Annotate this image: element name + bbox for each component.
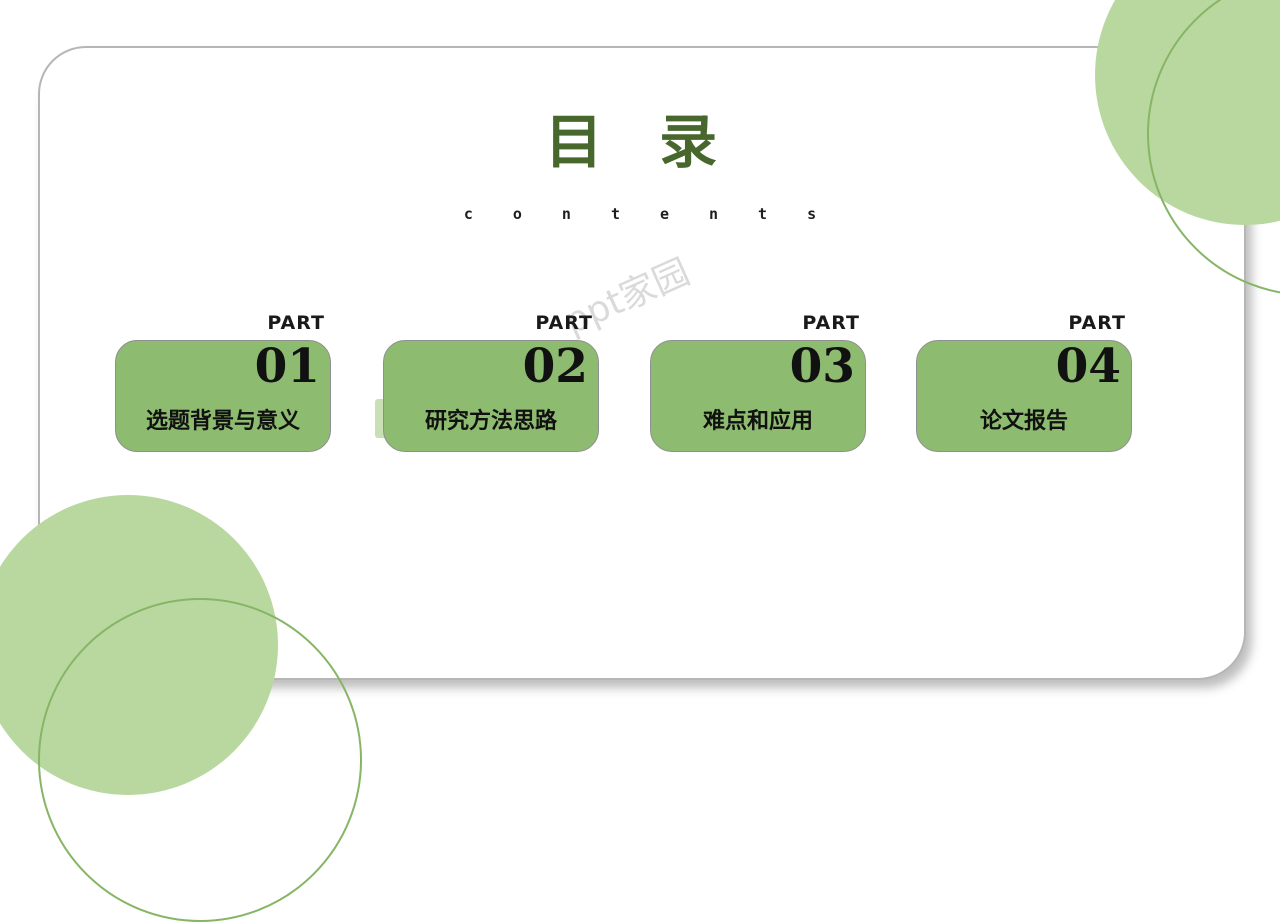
toc-part-4[interactable]: PART 04 论文报告: [916, 306, 1132, 452]
part-box[interactable]: 03 难点和应用: [650, 340, 866, 452]
page-subtitle: contents: [463, 205, 857, 223]
part-title: 研究方法思路: [424, 409, 557, 434]
part-title: 选题背景与意义: [145, 409, 300, 434]
part-label: PART: [802, 312, 860, 334]
part-box[interactable]: 01 选题背景与意义: [115, 340, 331, 452]
part-label: PART: [1068, 312, 1126, 334]
part-number: 02: [522, 339, 588, 394]
page-title: 目 录: [544, 108, 736, 176]
part-title: 难点和应用: [702, 409, 813, 434]
toc-part-3[interactable]: PART 03 难点和应用: [650, 306, 866, 452]
part-number: 03: [789, 339, 855, 394]
toc-part-1[interactable]: PART 01 选题背景与意义: [115, 306, 331, 452]
part-box[interactable]: 02 研究方法思路: [383, 340, 599, 452]
part-title: 论文报告: [979, 409, 1068, 434]
part-label: PART: [267, 312, 325, 334]
part-label: PART: [535, 312, 593, 334]
toc-part-2[interactable]: PART 02 研究方法思路: [383, 306, 599, 452]
part-box[interactable]: 04 论文报告: [916, 340, 1132, 452]
decorative-circle-outline-bottom-left: [38, 598, 362, 922]
part-number: 04: [1055, 339, 1121, 394]
part-number: 01: [254, 339, 320, 394]
